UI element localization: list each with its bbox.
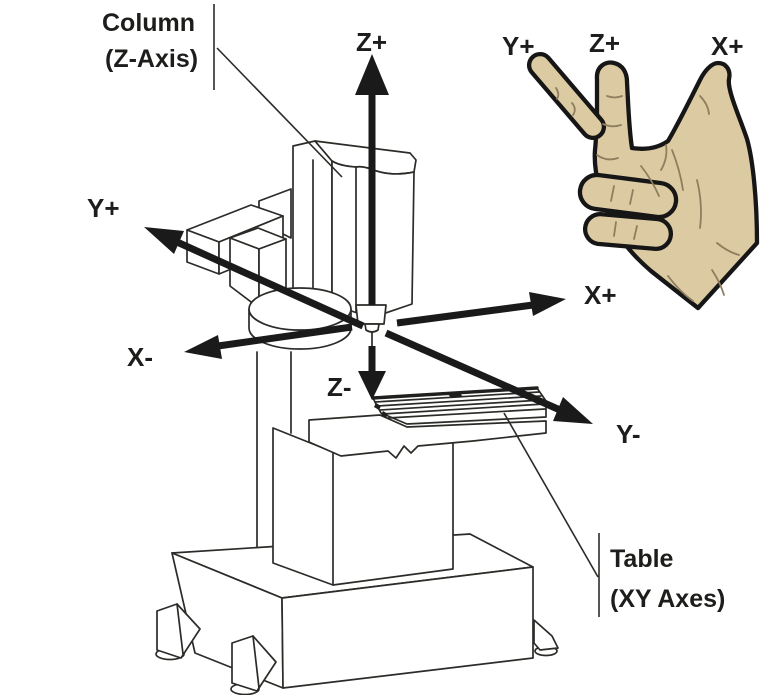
hand-x-plus-label: X+ <box>711 31 744 61</box>
table-callout-label-line1: Table <box>610 545 674 573</box>
z-minus-label: Z- <box>327 372 352 402</box>
column-leader-line <box>216 47 343 178</box>
hand-pinky-finger-folded <box>583 211 673 252</box>
machine-saddle <box>308 414 547 459</box>
y-plus-label: Y+ <box>87 193 120 223</box>
table-callout-label-line2: (XY Axes) <box>610 585 725 613</box>
foot-wedge <box>231 635 277 692</box>
y-minus-arrow <box>384 329 593 424</box>
column-callout-label-line1: Column <box>102 9 195 37</box>
hand-index-finger <box>526 52 607 140</box>
x-plus-arrow <box>396 292 566 327</box>
y-plus-arrow <box>144 227 365 330</box>
hand-ring-finger-folded <box>577 172 679 220</box>
right-hand-rule-illustration: Y+ Z+ X+ <box>502 28 760 311</box>
milling-machine-drawing <box>155 140 559 695</box>
slot-end <box>374 403 381 410</box>
hand-crease-lines <box>555 87 740 302</box>
z-plus-label: Z+ <box>356 27 387 57</box>
hand-z-plus-label: Z+ <box>589 28 620 58</box>
x-minus-label: X- <box>127 342 153 372</box>
column-callout-label-line2: (Z-Axis) <box>105 45 198 73</box>
z-plus-arrow <box>355 54 389 305</box>
machine-column-post <box>256 351 292 548</box>
spindle-nose <box>355 304 387 347</box>
x-minus-arrow <box>184 323 353 359</box>
table-clamp-detail <box>448 393 463 398</box>
foot-wedge <box>156 603 201 659</box>
z-minus-arrow <box>358 346 386 400</box>
callout-leaders <box>213 4 600 617</box>
machine-table <box>371 386 547 425</box>
y-minus-label: Y- <box>616 419 641 449</box>
axis-arrows <box>144 54 593 424</box>
slot-end <box>381 411 388 418</box>
table-leader-line <box>503 412 599 578</box>
x-plus-label: X+ <box>584 280 617 310</box>
leveling-feet <box>155 603 559 695</box>
foot-wedge <box>533 619 559 651</box>
hand-y-plus-label: Y+ <box>502 31 535 61</box>
